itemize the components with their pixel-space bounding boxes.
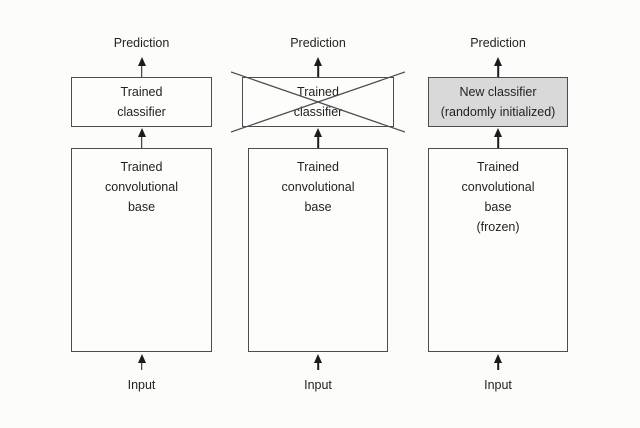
arrowhead-icon [494,128,502,137]
box-label-line: convolutional [461,180,535,194]
arrow-stem [497,63,499,77]
box-label-line: New classifier [459,85,537,99]
box-label-line: base [484,200,512,214]
box-label-line: classifier [117,105,166,119]
box-label-line: base [304,200,332,214]
arrowhead-icon [137,57,146,66]
input-arrow-up-icon [137,354,147,370]
trained-classifier-box-crossed: Trained classifier [242,77,394,127]
box-label-line: Trained [297,160,339,174]
arrowhead-icon [137,128,146,137]
prediction-arrow-up-icon [137,57,147,77]
conv-base-box: Trained convolutional base [71,148,212,352]
arrowhead-icon [314,128,322,137]
column-new-classifier: Prediction New classifier (randomly init… [428,0,568,428]
prediction-label: Prediction [470,36,526,50]
arrowhead-icon [494,57,502,66]
classifier-arrow-up-icon [493,128,503,148]
input-label: Input [127,378,156,392]
prediction-label: Prediction [113,36,170,50]
arrow-stem [317,360,319,370]
box-label-line: Trained [120,160,163,174]
box-label-line: classifier [293,105,343,119]
classifier-arrow-up-icon [313,128,323,148]
arrow-stem [317,63,319,77]
box-label-line: base [127,200,156,214]
input-arrow-up-icon [313,354,323,370]
conv-base-frozen-box: Trained convolutional base (frozen) [428,148,568,352]
arrowhead-icon [314,354,322,363]
arrow-stem [317,134,319,148]
arrow-stem [140,63,143,77]
arrow-stem [140,360,143,370]
input-label: Input [304,378,332,392]
box-label-line: (frozen) [476,220,520,234]
box-label-line: Trained [477,160,519,174]
input-arrow-up-icon [493,354,503,370]
conv-base-box: Trained convolutional base [248,148,388,352]
arrowhead-icon [314,57,322,66]
arrowhead-icon [137,354,146,363]
new-classifier-box: New classifier (randomly initialized) [428,77,568,127]
prediction-arrow-up-icon [493,57,503,77]
box-label-line: convolutional [281,180,355,194]
box-label-line: Trained [297,85,339,99]
arrow-stem [497,360,499,370]
box-label-line: Trained [120,85,163,99]
box-label-line: convolutional [105,180,178,194]
trained-classifier-box: Trained classifier [71,77,212,127]
arrowhead-icon [494,354,502,363]
classifier-arrow-up-icon [137,128,147,148]
column-removed-classifier: Prediction Trained classifier Trained co… [231,0,405,428]
column-trained-classifier: Prediction Trained classifier Trained co… [71,0,212,428]
arrow-stem [497,134,499,148]
box-label-line: (randomly initialized) [440,105,556,119]
arrow-stem [140,134,143,148]
input-label: Input [484,378,512,392]
prediction-arrow-up-icon [313,57,323,77]
prediction-label: Prediction [290,36,346,50]
